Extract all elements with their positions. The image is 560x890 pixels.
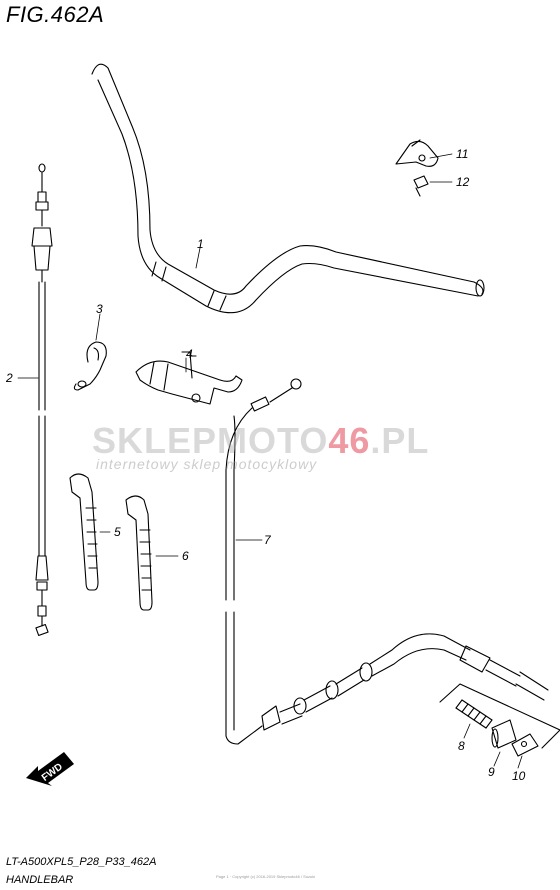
callout-9: 9 <box>488 765 495 779</box>
fwd-arrow-icon: FWD <box>26 752 74 786</box>
mirror-bracket-part[interactable] <box>395 139 439 167</box>
callout-2: 2 <box>5 371 13 385</box>
watermark-brand-part-b: MOTO <box>217 420 329 461</box>
watermark-brand-part-d: .PL <box>370 420 430 461</box>
callout-8: 8 <box>458 739 465 753</box>
watermark-tagline: internetowy sklep motocyklowy <box>96 456 318 472</box>
watermark-brand-part-c: 46 <box>328 420 371 461</box>
callout-4: 4 <box>186 347 193 361</box>
callout-11: 11 <box>456 147 468 161</box>
cable-tie-6-part[interactable] <box>125 495 153 611</box>
footer-model-code: LT-A500XPL5_P28_P33_462A <box>6 856 157 868</box>
callout-5: 5 <box>114 525 121 539</box>
watermark-brand-part-a: SKLEP <box>92 420 218 461</box>
watermark-brand: SKLEPMOTO46.PL <box>92 420 429 462</box>
callout-7: 7 <box>264 533 272 547</box>
handlebar-part[interactable] <box>91 63 485 314</box>
clutch-cable-part[interactable] <box>31 163 53 637</box>
footer-section-name: HANDLEBAR <box>6 874 74 886</box>
callout-1: 1 <box>197 237 204 251</box>
sleeve-part[interactable] <box>491 719 517 749</box>
bracket-part[interactable] <box>135 351 243 405</box>
figure-title: FIG.462A <box>6 2 105 27</box>
footer-tiny-print: Page 1 · Copyright (c) 2016-2019 Sklepmo… <box>216 874 316 879</box>
callout-12: 12 <box>456 175 470 189</box>
clamp-part[interactable] <box>73 341 107 391</box>
callout-3: 3 <box>96 302 103 316</box>
screw-part[interactable] <box>413 175 429 197</box>
cable-tie-5-part[interactable] <box>69 473 99 591</box>
throttle-cable-part[interactable] <box>225 378 549 745</box>
spring-part[interactable] <box>455 699 493 729</box>
parts-box-outline <box>439 683 560 749</box>
callout-6: 6 <box>182 549 189 563</box>
callout-10: 10 <box>512 769 526 783</box>
adjuster-part[interactable] <box>511 733 539 757</box>
